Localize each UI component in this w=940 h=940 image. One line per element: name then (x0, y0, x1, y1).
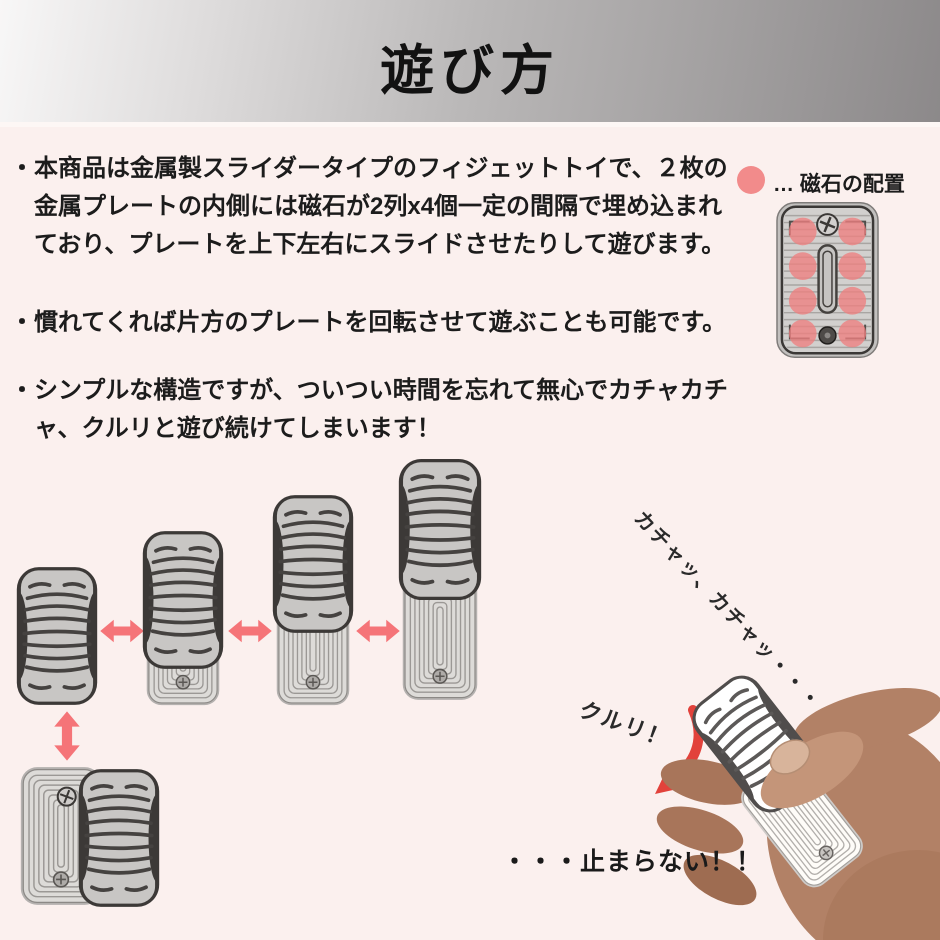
magnet-dot-icon (737, 166, 765, 194)
top-plate-graphic (398, 459, 482, 600)
slide-arrow-icon (355, 616, 401, 646)
bullet-text: 本商品は金属製スライダータイプのフィジェットトイで、２枚の 金属プレートの内側に… (34, 155, 728, 258)
page-title: 遊び方 (380, 41, 560, 101)
bullet-item: ・ 慣れてくれば片方のプレートを回転させて遊ぶことも可能です。 (10, 304, 750, 342)
top-plate-graphic (272, 495, 354, 633)
magnet-circles (788, 217, 867, 348)
bullet-text: シンプルな構造ですが、ついつい時間を忘れて無心でカチャカチ ャ、クルリと遊び続け… (34, 377, 728, 442)
horizontal-slide-top-plate (78, 768, 160, 908)
cant-stop-annotation: ・・・止まらない！！ (502, 848, 763, 876)
title-banner: 遊び方 (0, 0, 940, 122)
plate-open-medium-figure (272, 494, 354, 634)
magnet-legend-label: … 磁石の配置 (773, 173, 905, 196)
bullet-marker: ・ (10, 309, 34, 336)
bullet-text: 慣れてくれば片方のプレートを回転させて遊ぶことも可能です。 (34, 309, 727, 336)
banner-divider (0, 122, 940, 127)
vertical-slide-arrow-icon (50, 708, 84, 764)
bullet-marker: ・ (10, 155, 34, 182)
top-plate-graphic (78, 769, 160, 907)
plate-open-large-figure (398, 458, 482, 601)
hand-photo (656, 640, 940, 940)
slide-arrow-icon (99, 616, 145, 646)
plate-closed-figure (16, 566, 98, 706)
bullet-item: ・ 本商品は金属製スライダータイプのフィジェットトイで、２枚の 金属プレートの内… (10, 150, 750, 264)
top-plate-graphic (16, 567, 98, 705)
bullet-marker: ・ (10, 377, 34, 404)
slide-arrow-icon (227, 616, 273, 646)
magnet-diagram (776, 202, 879, 358)
bullet-item: ・ シンプルな構造ですが、ついつい時間を忘れて無心でカチャカチ ャ、クルリと遊び… (10, 372, 750, 448)
top-plate-graphic (142, 531, 224, 669)
plate-open-small-figure (142, 530, 224, 670)
bullet-list: ・ 本商品は金属製スライダータイプのフィジェットトイで、２枚の 金属プレートの内… (10, 150, 750, 448)
horizontal-slide-back-plate (20, 766, 102, 906)
